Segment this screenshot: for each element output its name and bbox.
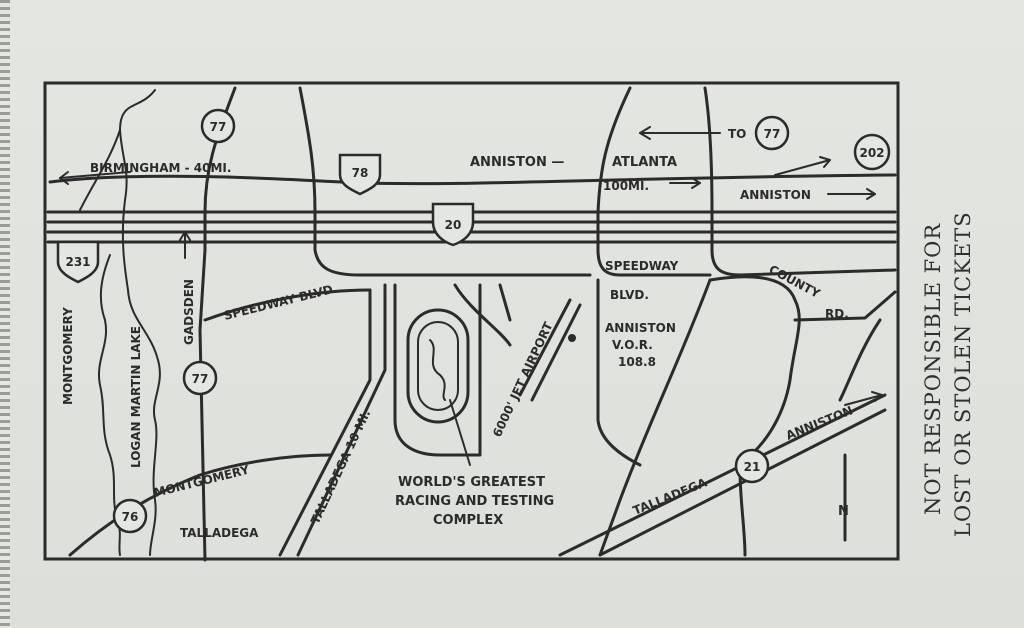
map-frame (43, 81, 900, 561)
label-rd: RD. (825, 307, 849, 321)
label-atlanta-distance: 100MI. (603, 179, 649, 193)
us77-road (198, 86, 237, 562)
vor-marker (568, 334, 576, 342)
svg-text:202: 202 (859, 146, 884, 160)
svg-text:21: 21 (744, 460, 761, 474)
us78-road (48, 173, 897, 186)
talladega-10-road (278, 288, 372, 557)
label-blvd-right: BLVD. (610, 288, 649, 302)
label-speedway-blvd: SPEEDWAY BLVD. (222, 281, 338, 323)
label-gadsden: GADSDEN (182, 279, 196, 345)
label-talladega-bottom: TALLADEGA (180, 526, 259, 540)
label-caption-1: WORLD'S GREATEST (398, 475, 545, 490)
east-road-lower (738, 468, 747, 557)
label-to: TO (728, 127, 746, 141)
svg-text:231: 231 (65, 255, 90, 269)
label-caption-2: RACING AND TESTING (395, 494, 554, 509)
speedway-west-road (298, 86, 592, 277)
label-anniston-lower: ANNISTON (784, 403, 855, 443)
logan-martin-lake (118, 89, 161, 556)
label-vor-2: V.O.R. (612, 338, 653, 352)
label-speedway-right: SPEEDWAY (605, 259, 679, 273)
north-arrow: N (838, 453, 849, 542)
county-road (708, 275, 801, 462)
shield-us77-mid: 77 (182, 360, 218, 396)
shield-sr21: 21 (734, 448, 770, 484)
label-anniston-right: ANNISTON (740, 188, 811, 202)
speedway-blvd-east (596, 86, 712, 277)
river-north (79, 129, 121, 211)
sr21-road (558, 393, 887, 557)
speedway-blvd-lower (203, 288, 372, 322)
disclaimer-line-1: NOT RESPONSIBLE FOR (921, 223, 945, 515)
svg-text:78: 78 (352, 166, 369, 180)
shield-to77: 77 (754, 115, 790, 151)
north-label: N (838, 504, 849, 519)
svg-text:77: 77 (210, 120, 227, 134)
talladega-10-road-b (296, 283, 387, 557)
shield-us77-top: 77 (200, 108, 236, 144)
us76-road (68, 453, 332, 557)
shield-us78: 78 (338, 153, 382, 196)
svg-text:76: 76 (122, 510, 139, 524)
speedway-connector (598, 278, 712, 557)
perforated-edge (0, 0, 10, 628)
speedway-track (393, 283, 512, 457)
east-road-right (838, 318, 882, 402)
label-logan-martin-lake: LOGAN MARTIN LAKE (129, 326, 143, 468)
label-vor-1: ANNISTON (605, 321, 676, 335)
disclaimer-line-2: LOST OR STOLEN TICKETS (951, 211, 975, 537)
label-talladega-lower: TALLADEGA (631, 475, 710, 518)
label-birmingham: BIRMINGHAM - 40MI. (90, 161, 231, 175)
shield-us231: 231 (56, 240, 100, 284)
shield-sr202: 202 (853, 133, 891, 171)
label-anniston-top: ANNISTON — (470, 155, 564, 170)
label-caption-3: COMPLEX (433, 513, 503, 528)
label-talladega-10mi: TALLADEGA 10 MI. (308, 408, 373, 527)
label-vor-3: 108.8 (618, 355, 656, 369)
label-jet-airport: 6000' JET AIRPORT (490, 319, 556, 439)
sr21-road-b (598, 408, 887, 557)
direction-arrows (59, 126, 883, 466)
svg-text:77: 77 (192, 372, 209, 386)
county-road-north (703, 86, 897, 277)
shield-i20: 20 (431, 202, 475, 247)
jet-airport-runway (518, 298, 582, 402)
svg-text:77: 77 (764, 127, 781, 141)
svg-text:20: 20 (445, 218, 462, 232)
speedway-blvd-south (596, 278, 642, 467)
label-atlanta: ATLANTA (612, 155, 677, 170)
shield-us76: 76 (112, 498, 148, 534)
label-montgomery-vertical: MONTGOMERY (61, 307, 75, 405)
county-rd-east (793, 290, 897, 322)
